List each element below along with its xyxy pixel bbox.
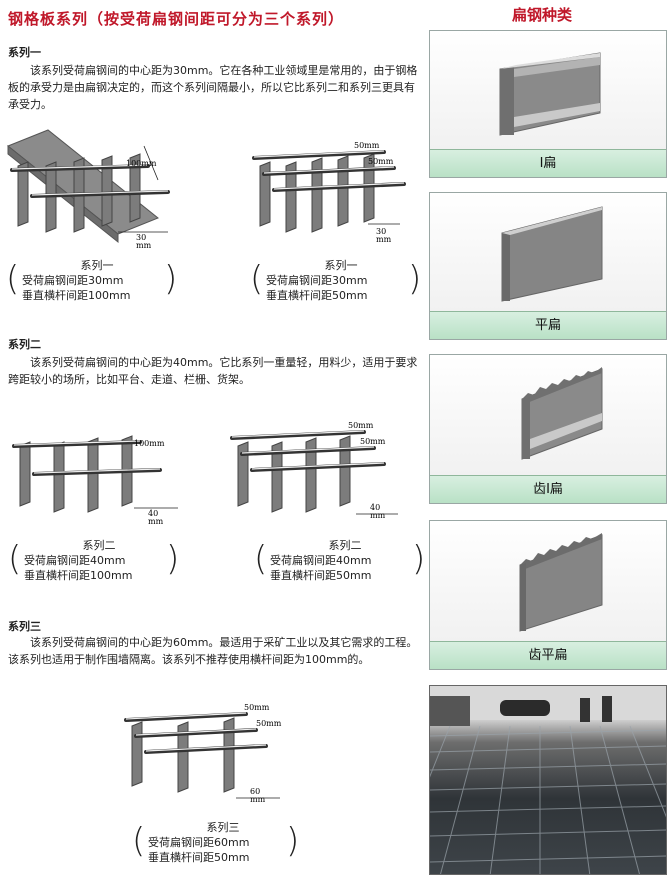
section-3-heading: 系列三	[8, 620, 41, 633]
caption-title: 系列二	[82, 539, 116, 552]
caption-s2-b: ( 系列二 受荷扁钢间距40mm 垂直横杆间距50mm )	[254, 538, 425, 583]
steel-type-label: 平扁	[430, 311, 666, 339]
paren-open: (	[254, 539, 268, 579]
plain-flat-bar-icon	[501, 206, 603, 302]
caption-line: 受荷扁钢间距40mm	[24, 554, 126, 567]
paren-close: )	[166, 539, 180, 579]
page-title: 钢格板系列（按受荷扁钢间距可分为三个系列）	[8, 10, 345, 28]
dim-label: 40	[370, 503, 380, 512]
grating-diagram-s2-a: 100mm 40 mm	[10, 402, 190, 532]
dim-label: 40	[148, 509, 158, 518]
caption-line: 垂直横杆间距50mm	[270, 569, 372, 582]
steel-type-label: 齿I扁	[430, 475, 666, 503]
section-1-heading: 系列一	[8, 46, 41, 59]
steel-type-card-serrated-plain-flat: 齿平扁	[429, 520, 667, 670]
i-flat-bar-icon	[499, 52, 601, 136]
dim-label: 30	[136, 233, 146, 242]
paren-close: )	[286, 821, 300, 861]
caption-line: 受荷扁钢间距40mm	[270, 554, 372, 567]
caption-line: 垂直横杆间距100mm	[22, 289, 131, 302]
serrated-plain-flat-bar-icon	[519, 533, 603, 632]
dim-label: 50mm	[360, 437, 386, 446]
dim-label: 100mm	[134, 439, 165, 448]
paren-open: (	[8, 539, 22, 579]
dim-label: mm	[376, 235, 392, 244]
grating-diagram-s2-b: 50mm 50mm 40 mm	[228, 402, 408, 532]
steel-types-title: 扁钢种类	[512, 6, 573, 24]
caption-title: 系列二	[328, 539, 362, 552]
dim-label: mm	[250, 795, 266, 804]
steel-type-card-i-flat: I扁	[429, 30, 667, 178]
dim-label: 50mm	[244, 703, 270, 712]
steel-type-card-serrated-i-flat: 齿I扁	[429, 354, 667, 504]
steel-type-label: 齿平扁	[430, 641, 666, 669]
dim-label: 100mm	[126, 159, 157, 168]
steel-type-label: I扁	[430, 149, 666, 177]
section-3-description: 该系列受荷扁钢间的中心距为60mm。最适用于采矿工业以及其它需求的工程。该系列也…	[8, 636, 418, 666]
grating-diagram-s3: 50mm 50mm 60 mm	[122, 682, 302, 812]
section-1-description: 该系列受荷扁钢间的中心距为30mm。它在各种工业领域里是常用的，由于钢格板的承受…	[8, 64, 418, 111]
section-2-description: 该系列受荷扁钢间的中心距为40mm。它比系列一重量轻，用料少，适用于要求跨距较小…	[8, 356, 418, 386]
paren-close: )	[412, 539, 426, 579]
caption-line: 垂直横杆间距50mm	[266, 289, 368, 302]
grating-diagram-s1-a: 100mm 30 mm	[7, 122, 188, 252]
steel-type-card-plain-flat: 平扁	[429, 192, 667, 340]
dim-label: 30	[376, 227, 386, 236]
installed-grating-photo	[429, 685, 667, 875]
dim-label: mm	[370, 511, 386, 520]
dim-label: 50mm	[354, 141, 380, 150]
caption-line: 受荷扁钢间距30mm	[266, 274, 368, 287]
caption-line: 受荷扁钢间距30mm	[22, 274, 124, 287]
dim-label: mm	[136, 241, 152, 250]
paren-close: )	[164, 259, 178, 299]
caption-line: 受荷扁钢间距60mm	[148, 836, 250, 849]
caption-title: 系列三	[206, 821, 240, 834]
dim-label: 50mm	[348, 421, 374, 430]
grating-diagram-s1-b: 50mm 50mm 30 mm	[250, 122, 430, 252]
caption-line: 垂直横杆间距100mm	[24, 569, 133, 582]
caption-title: 系列一	[80, 259, 114, 272]
dim-label: mm	[148, 517, 164, 526]
dim-label: 50mm	[256, 719, 282, 728]
dim-label: 50mm	[368, 157, 394, 166]
caption-line: 垂直横杆间距50mm	[148, 851, 250, 864]
caption-title: 系列一	[324, 259, 358, 272]
dim-label: 60	[250, 787, 260, 796]
section-2-heading: 系列二	[8, 338, 41, 351]
caption-s3: ( 系列三 受荷扁钢间距60mm 垂直横杆间距50mm )	[132, 820, 300, 865]
paren-open: (	[132, 821, 146, 861]
caption-s2-a: ( 系列二 受荷扁钢间距40mm 垂直横杆间距100mm )	[8, 538, 179, 583]
caption-s1-b: ( 系列一 受荷扁钢间距30mm 垂直横杆间距50mm )	[250, 258, 421, 303]
serrated-i-flat-bar-icon	[521, 367, 603, 460]
paren-close: )	[408, 259, 422, 299]
paren-open: (	[6, 259, 20, 299]
caption-s1-a: ( 系列一 受荷扁钢间距30mm 垂直横杆间距100mm )	[6, 258, 177, 303]
paren-open: (	[250, 259, 264, 299]
